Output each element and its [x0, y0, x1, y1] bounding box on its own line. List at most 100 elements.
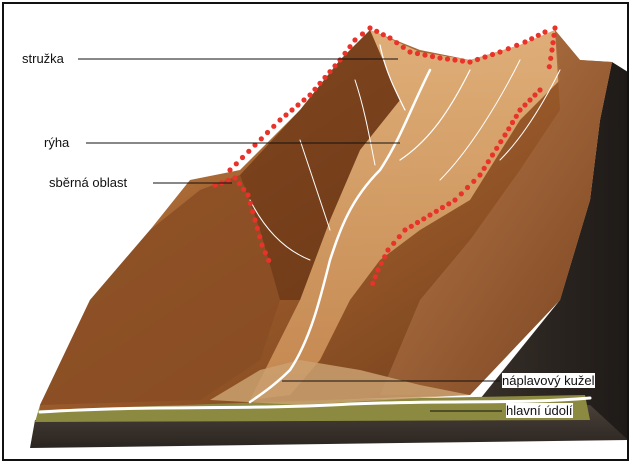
ridge-dot: [401, 45, 406, 50]
ridge-dot: [506, 46, 511, 51]
ridge-dot: [289, 107, 294, 112]
ridge-dot: [307, 92, 312, 97]
ridge-dot: [375, 267, 380, 272]
ridge-dot: [266, 258, 271, 263]
ridge-dot: [312, 87, 317, 92]
ridge-dot: [387, 35, 392, 40]
ridge-dot: [551, 33, 556, 38]
ridge-dot: [283, 112, 288, 117]
ridge-dot: [295, 102, 300, 107]
ridge-dot: [360, 31, 365, 36]
ridge-dot: [490, 152, 495, 157]
ridge-dot: [452, 57, 457, 62]
ridge-dot: [497, 49, 502, 54]
ridge-dot: [374, 29, 379, 34]
ridge-dot: [467, 59, 472, 64]
ridge-dot: [452, 197, 457, 202]
ridge-dot: [227, 167, 232, 172]
ridge-dot: [381, 32, 386, 37]
ridge-dot: [265, 130, 270, 135]
ridge-dot: [259, 136, 264, 141]
ridge-dot: [490, 52, 495, 57]
ridge-dot: [337, 57, 342, 62]
ridge-dot: [422, 52, 427, 57]
ridge-dot: [394, 40, 399, 45]
ridge-dot: [465, 185, 470, 190]
ridge-dot: [241, 187, 246, 192]
ridge-dot: [317, 81, 322, 86]
ridge-dot: [529, 36, 534, 41]
ridge-dot: [547, 64, 552, 69]
ridge-dot: [475, 57, 480, 62]
ridge-dot: [506, 126, 511, 131]
ridge-dot: [522, 39, 527, 44]
ridge-dot: [542, 29, 547, 34]
ridge-dot: [471, 179, 476, 184]
ridge-dot: [498, 139, 503, 144]
label-sberna-oblast: sběrná oblast: [49, 175, 127, 190]
ridge-dot: [514, 114, 519, 119]
ridge-dot: [382, 254, 387, 259]
ridge-dot: [255, 226, 260, 231]
ridge-dot: [234, 161, 239, 166]
ridge-dot: [537, 87, 542, 92]
ridge-dot: [342, 51, 347, 56]
ridge-dot: [460, 58, 465, 63]
ridge-dot: [517, 107, 522, 112]
ridge-dot: [347, 44, 352, 49]
ridge-dot: [301, 97, 306, 102]
ridge-dot: [494, 146, 499, 151]
ridge-dot: [252, 217, 257, 222]
left-hill: [40, 175, 280, 405]
ridge-dot: [415, 220, 420, 225]
ridge-dot: [385, 247, 390, 252]
ridge-dot: [397, 234, 402, 239]
label-hlavni-udoli: hlavní údolí: [506, 403, 573, 418]
ridge-dot: [409, 224, 414, 229]
ridge-dot: [391, 241, 396, 246]
ridge-dot: [446, 201, 451, 206]
ridge-dot: [327, 69, 332, 74]
ridge-dot: [482, 54, 487, 59]
ridge-dot: [407, 49, 412, 54]
ridge-dot: [322, 75, 327, 80]
ridge-dot: [514, 43, 519, 48]
ridge-dot: [257, 234, 262, 239]
ridge-dot: [548, 56, 553, 61]
label-ryha: rýha: [44, 135, 69, 150]
ridge-dot: [237, 181, 242, 186]
ridge-dot: [352, 37, 357, 42]
ridge-dot: [522, 102, 527, 107]
ridge-dot: [415, 51, 420, 56]
ridge-dot: [550, 40, 555, 45]
ridge-dot: [373, 274, 378, 279]
ridge-dot: [434, 209, 439, 214]
ridge-dot: [259, 242, 264, 247]
ridge-dot: [486, 159, 491, 164]
ridge-dot: [552, 25, 557, 30]
ridge-dot: [532, 92, 537, 97]
ridge-dot: [271, 124, 276, 129]
ridge-dot: [510, 120, 515, 125]
ridge-dot: [245, 192, 250, 197]
ridge-dot: [226, 178, 231, 183]
label-struzka: stružka: [22, 51, 64, 66]
ridge-dot: [367, 25, 372, 30]
ridge-dot: [246, 149, 251, 154]
ridge-dot: [430, 54, 435, 59]
ridge-dot: [440, 205, 445, 210]
ridge-dot: [445, 56, 450, 61]
ridge-dot: [502, 132, 507, 137]
ridge-dot: [437, 55, 442, 60]
ridge-dot: [232, 175, 237, 180]
ridge-dot: [482, 166, 487, 171]
ridge-dot: [402, 227, 407, 232]
ridge-dot: [332, 63, 337, 68]
ridge-dot: [536, 33, 541, 38]
ridge-dot: [240, 155, 245, 160]
ridge-dot: [527, 97, 532, 102]
ridge-dot: [277, 117, 282, 122]
ridge-dot: [250, 209, 255, 214]
